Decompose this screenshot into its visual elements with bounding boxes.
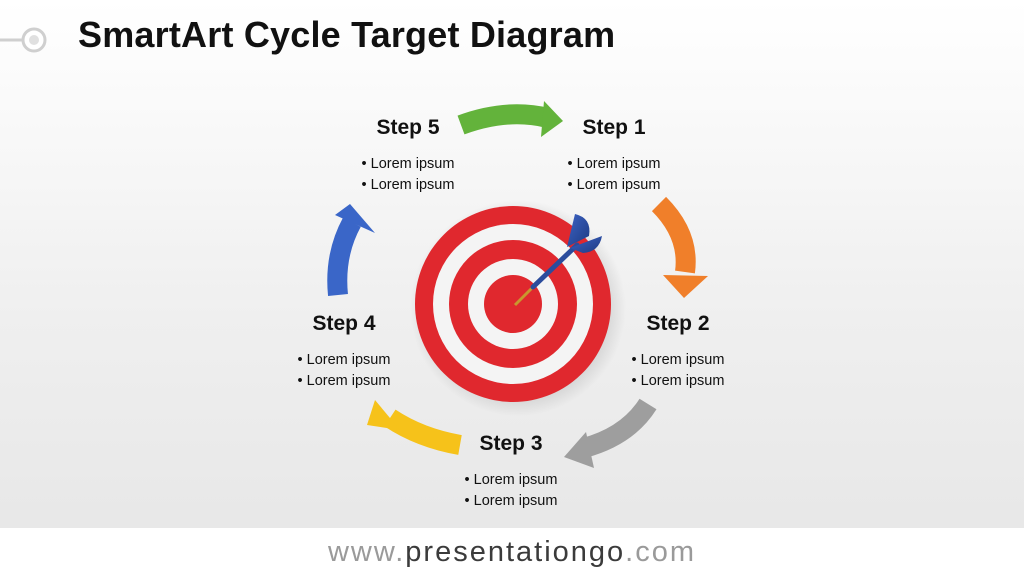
dart-icon — [513, 214, 602, 307]
step-3-title: Step 3 — [479, 432, 543, 455]
step-4: Step 4 Lorem ipsum Lorem ipsum — [259, 312, 429, 392]
step-4-title: Step 4 — [312, 312, 376, 335]
logo-icon — [0, 27, 47, 53]
step-5-bullet-1: Lorem ipsum — [323, 154, 493, 175]
arrow-step4-to-step5 — [327, 204, 375, 296]
arrow-step1-to-step2 — [651, 196, 708, 298]
step-2-bullet-2: Lorem ipsum — [593, 371, 763, 392]
footer-url-suffix: .com — [625, 536, 696, 568]
arrow-step3-to-step4 — [367, 400, 462, 455]
footer-url-prefix: www. — [327, 536, 406, 568]
step-1: Step 1 Lorem ipsum Lorem ipsum — [529, 116, 699, 196]
step-1-bullet-2: Lorem ipsum — [529, 175, 699, 196]
step-4-bullet-2: Lorem ipsum — [259, 371, 429, 392]
step-1-bullet-1: Lorem ipsum — [529, 154, 699, 175]
step-3-bullet-2: Lorem ipsum — [426, 491, 596, 512]
cycle-diagram — [327, 101, 708, 468]
arrow-step5-to-step1 — [457, 101, 563, 137]
footer-url-brand: presentationgo — [405, 536, 626, 568]
target-icon — [410, 200, 626, 416]
step-4-bullet-1: Lorem ipsum — [259, 350, 429, 371]
step-5-title: Step 5 — [376, 116, 440, 139]
page-title: SmartArt Cycle Target Diagram — [78, 14, 616, 55]
step-5: Step 5 Lorem ipsum Lorem ipsum — [323, 116, 493, 196]
footer-url[interactable]: www.presentationgo.com — [0, 528, 1024, 576]
step-2-title: Step 2 — [646, 312, 710, 335]
step-2: Step 2 Lorem ipsum Lorem ipsum — [593, 312, 763, 392]
arrow-step2-to-step3 — [564, 398, 657, 468]
step-1-title: Step 1 — [582, 116, 646, 139]
step-5-bullet-2: Lorem ipsum — [323, 175, 493, 196]
step-2-bullet-1: Lorem ipsum — [593, 350, 763, 371]
step-3-bullet-1: Lorem ipsum — [426, 470, 596, 491]
step-3: Step 3 Lorem ipsum Lorem ipsum — [426, 432, 596, 512]
